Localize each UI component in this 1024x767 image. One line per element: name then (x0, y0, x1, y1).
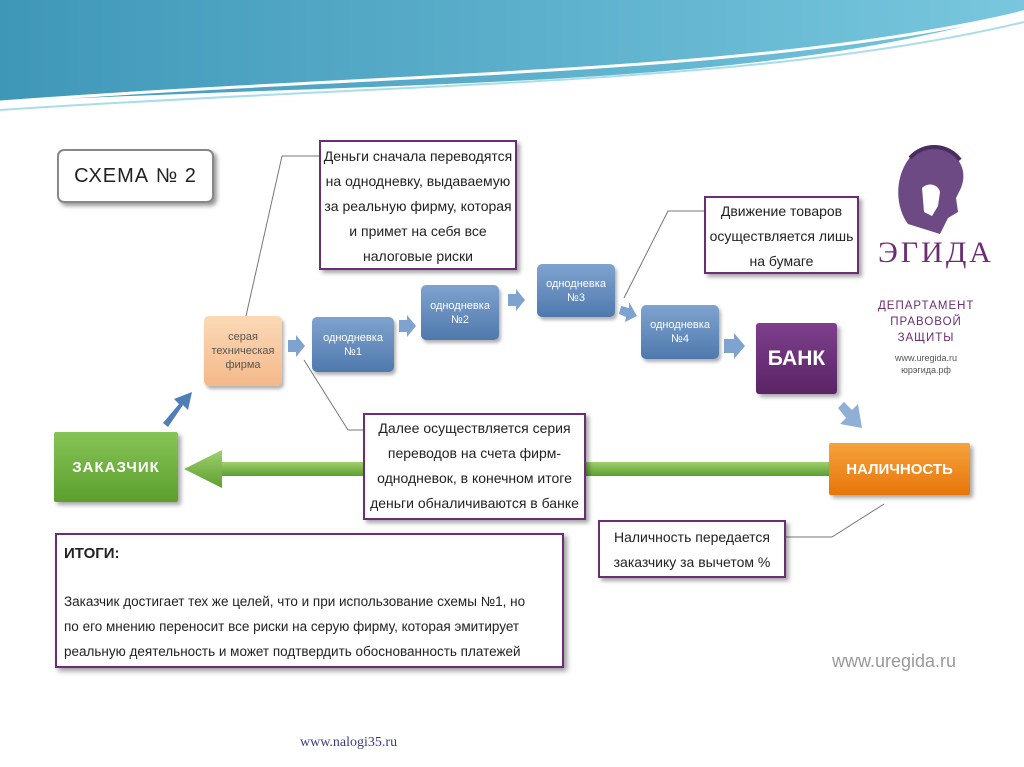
warrior-helmet-icon (898, 144, 964, 234)
callout-line: Движение товаров (720, 203, 843, 219)
logo-site: www.uregida.ru (894, 353, 958, 363)
customer-box: ЗАКАЗЧИК (54, 432, 178, 502)
logo-department: ДЕПАРТАМЕНТ ПРАВОВОЙ ЗАЩИТЫ (878, 298, 974, 346)
aegis-logo: ЭГИДА ДЕПАРТАМЕНТ ПРАВОВОЙ ЗАЩИТЫ www.ur… (878, 138, 994, 378)
logo-sites: www.uregida.ru юрэгида.рф (878, 352, 974, 376)
logo-dept-line: ДЕПАРТАМЕНТ (878, 300, 975, 312)
step-line: однодневка (323, 331, 383, 344)
callout-goods-movement: Движение товаров осуществляется лишь на … (704, 196, 859, 274)
green-arrow-head (184, 450, 222, 488)
callout-line: на однодневку, выдаваемую (325, 173, 511, 189)
leader-line-cash (786, 503, 885, 538)
step-line: однодневка (430, 299, 490, 312)
leader-line-series (303, 359, 364, 431)
callout-line: налоговые риски (363, 248, 473, 264)
callout-transfer-series: Далее осуществляется серия переводов на … (363, 413, 586, 520)
arrow-2-to-3 (508, 289, 525, 311)
step-line: серая (228, 331, 258, 343)
schema-title: СХЕМА № 2 (57, 149, 214, 203)
summary-line: Заказчик достигает тех же целей, что и п… (64, 594, 526, 609)
leader-line-top (245, 155, 320, 317)
callout-money-transfer: Деньги сначала переводятся на однодневку… (319, 140, 517, 270)
arrow-gray-to-1 (288, 335, 305, 357)
one-day-firm-4: однодневка №4 (641, 305, 719, 359)
step-line: №2 (451, 313, 469, 326)
step-line: однодневка (650, 319, 710, 331)
callout-line: на бумаге (749, 253, 814, 269)
callout-cash-transfer: Наличность передается заказчику за вычет… (598, 520, 786, 578)
callout-line: Далее осуществляется серия (378, 420, 571, 436)
summary-line: реальную деятельность и может подтвердит… (64, 644, 521, 659)
step-line: №3 (567, 291, 585, 304)
step-line: фирма (225, 359, 261, 371)
step-line: однодневка (546, 277, 606, 290)
logo-dept-line: ПРАВОВОЙ (890, 316, 962, 328)
summary-text: Заказчик достигает тех же целей, что и п… (64, 589, 525, 664)
callout-line: однодневок, в конечном итоге (377, 470, 572, 486)
arrow-1-to-2 (399, 315, 416, 337)
callout-line: переводов на счета фирм- (387, 445, 562, 461)
cash-box: НАЛИЧНОСТЬ (829, 443, 970, 495)
summary-box: ИТОГИ: Заказчик достигает тех же целей, … (55, 533, 564, 668)
leader-line-goods (623, 210, 705, 299)
step-line: техническая (211, 345, 275, 357)
footer-link[interactable]: www.nalogi35.ru (300, 735, 398, 750)
arrow-bank-to-cash (838, 402, 862, 428)
step-line: №4 (671, 333, 689, 345)
callout-line: осуществляется лишь (709, 228, 854, 244)
callout-line: деньги обналичиваются в банке (370, 495, 579, 511)
callout-line: Деньги сначала переводятся (323, 148, 513, 164)
arrow-customer-to-gray (163, 392, 192, 427)
callout-line: заказчику за вычетом % (613, 554, 771, 570)
summary-line: по его мнению переносит все риски на сер… (64, 619, 520, 634)
logo-site: юрэгида.рф (901, 365, 951, 375)
callout-line: и примет на себя все (349, 223, 487, 239)
callout-line: Наличность передается (613, 529, 771, 545)
callout-line: за реальную фирму, которая (324, 198, 512, 214)
step-line: №1 (344, 345, 362, 358)
summary-title: ИТОГИ: (64, 545, 120, 562)
gray-technical-firm: серая техническая фирма (204, 316, 282, 386)
arrow-3-to-4 (619, 302, 637, 322)
watermark-url: www.uregida.ru (832, 651, 957, 671)
bank-box: БАНК (756, 323, 837, 394)
logo-dept-line: ЗАЩИТЫ (897, 332, 955, 344)
arrow-4-to-bank (724, 333, 745, 359)
logo-name: ЭГИДА (878, 236, 994, 269)
